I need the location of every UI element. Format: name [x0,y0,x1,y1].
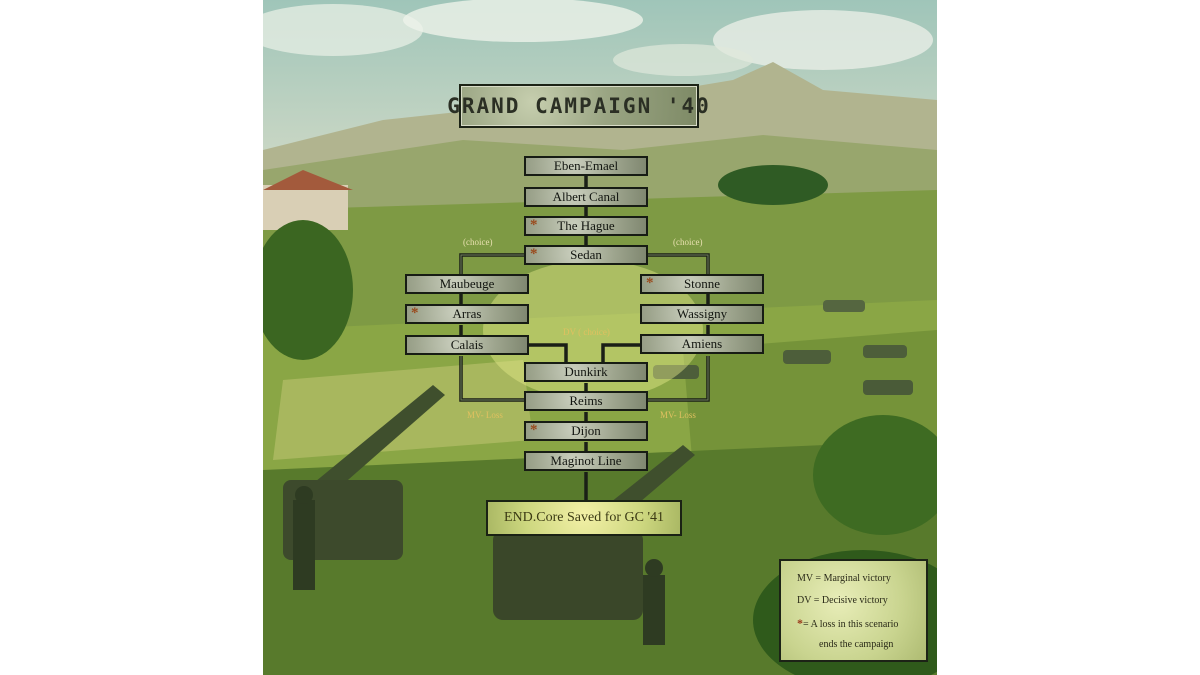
scenario-label: Amiens [681,336,723,351]
loss-ends-campaign-icon: * [530,246,538,262]
loss-ends-campaign-icon: * [646,275,654,291]
legend-star-row: *= A loss in this scenario [797,616,898,631]
scenario-node-albert-canal[interactable]: Albert Canal [524,187,648,207]
legend-mv: MV = Marginal victory [797,573,891,584]
mv-loss-note-right: MV- Loss [660,410,696,420]
scenario-label: Dijon [571,423,601,438]
loss-ends-campaign-icon: * [411,305,419,321]
end-label: END.Core Saved for GC '41 [504,510,664,525]
scenario-label: Calais [450,337,484,352]
legend-panel: MV = Marginal victory DV = Decisive vict… [779,559,928,662]
scenario-node-maubeuge[interactable]: Maubeuge [405,274,529,294]
scenario-label: Arras [452,306,482,321]
scenario-node-wassigny[interactable]: Wassigny [640,304,764,324]
legend-dv: DV = Decisive victory [797,595,888,606]
campaign-title-banner: GRAND CAMPAIGN '40 [447,84,709,128]
scenario-label: Wassigny [676,306,728,321]
mv-loss-note-left: MV- Loss [467,410,503,420]
legend-star-text2: ends the campaign [819,639,894,650]
scenario-node-dunkirk[interactable]: Dunkirk [524,362,648,382]
scenario-label: Stonne [683,276,721,291]
loss-ends-campaign-icon: * [530,422,538,438]
campaign-end-node[interactable]: END.Core Saved for GC '41 [486,500,682,536]
scenario-node-calais[interactable]: Calais [405,335,529,355]
scenario-node-reims[interactable]: Reims [524,391,648,411]
scenario-label: The Hague [557,218,615,233]
scenario-node-the-hague[interactable]: * The Hague [524,216,648,236]
choice-note-left: (choice) [463,237,493,247]
scenario-label: Eben-Emael [553,158,619,173]
scenario-node-dijon[interactable]: * Dijon [524,421,648,441]
scenario-node-eben-emael[interactable]: Eben-Emael [524,156,648,176]
scenario-node-maginot-line[interactable]: Maginot Line [524,451,648,471]
dv-choice-note: DV ( choice) [563,327,610,337]
campaign-scene: GRAND CAMPAIGN '40 Eben-Emael Albert Can… [263,0,937,675]
loss-ends-campaign-icon: * [530,217,538,233]
choice-note-right: (choice) [673,237,703,247]
scenario-node-stonne[interactable]: * Stonne [640,274,764,294]
scenario-label: Sedan [570,247,602,262]
scenario-label: Dunkirk [564,364,608,379]
scenario-label: Maubeuge [439,276,495,291]
scenario-label: Albert Canal [552,189,620,204]
scenario-label: Reims [569,393,603,408]
scenario-node-amiens[interactable]: Amiens [640,334,764,354]
scenario-label: Maginot Line [550,453,622,468]
scenario-node-sedan[interactable]: * Sedan [524,245,648,265]
campaign-title: GRAND CAMPAIGN '40 [447,94,711,118]
scenario-node-arras[interactable]: * Arras [405,304,529,324]
legend-star-text: = A loss in this scenario [803,619,899,630]
asterisk-icon: * [797,616,803,630]
